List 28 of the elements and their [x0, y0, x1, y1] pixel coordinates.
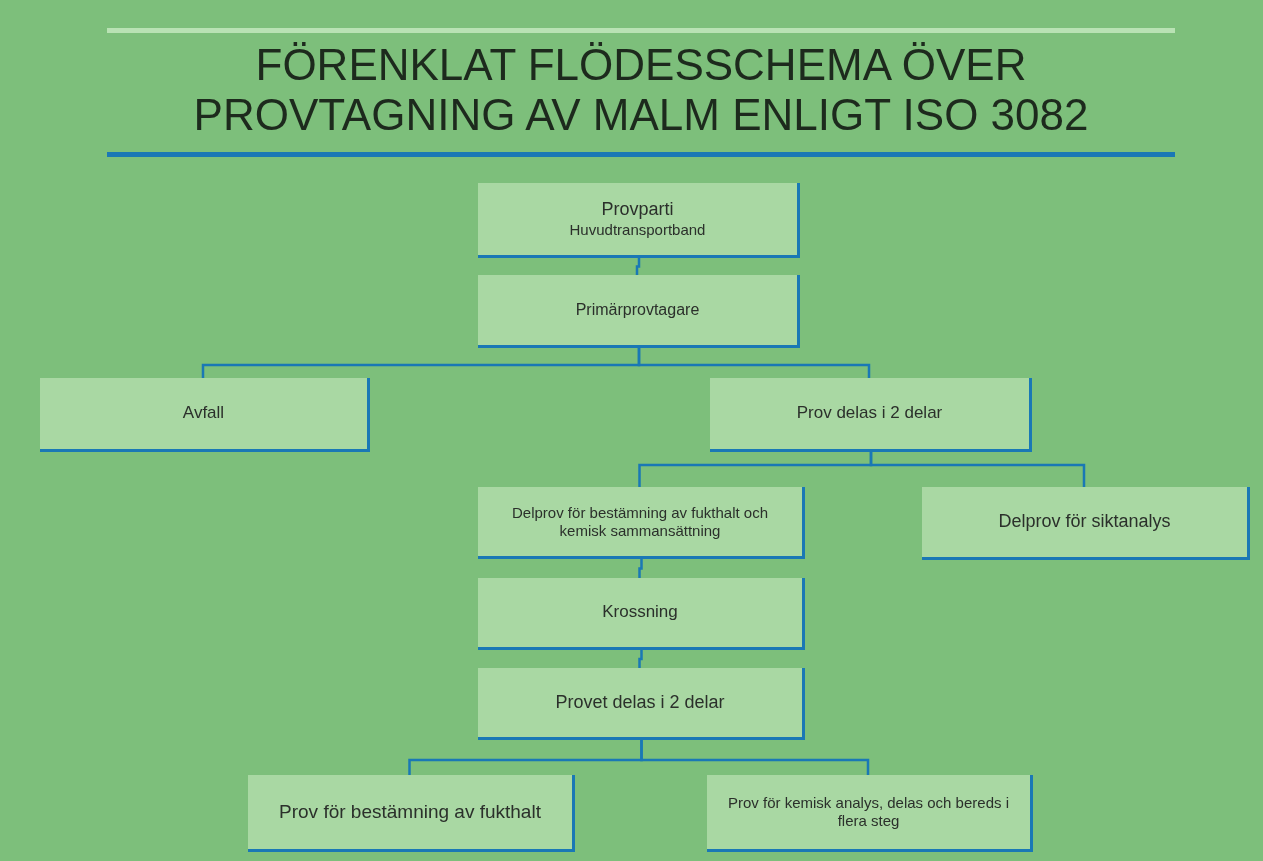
connector-line: [635, 258, 641, 275]
box-label: Delprov för bestämning av fukthalt och kemisk sammansättning: [511, 503, 769, 540]
process-box: [707, 775, 1033, 852]
box-label: Delprov för siktanalys: [998, 511, 1171, 533]
box-label: Avfall: [182, 403, 225, 424]
process-box: [40, 378, 370, 452]
connector-line: [637, 348, 871, 378]
box-label: Huvudtransportband: [569, 220, 706, 239]
process-box: [922, 487, 1250, 560]
box-label: Primärprovtagare: [575, 300, 700, 320]
box-label: Provparti: [601, 199, 674, 221]
connector-line: [640, 740, 870, 775]
box-label: Krossning: [602, 602, 678, 623]
box-label: Prov för kemisk analys, delas och bereds i flera steg: [727, 794, 1010, 830]
process-box: [478, 183, 800, 258]
process-box: [710, 378, 1032, 452]
box-label: Prov delas i 2 delar: [796, 403, 943, 424]
process-box: [478, 578, 805, 650]
connector-line: [638, 559, 643, 578]
connector-line: [638, 650, 643, 668]
process-box: [478, 668, 805, 740]
title: FÖRENKLAT FLÖDESSCHEMA ÖVER PROVTAGNING AV MALM ENLIGT ISO 3082: [192, 40, 1090, 140]
connector-line: [869, 452, 1086, 487]
process-box: [478, 487, 805, 559]
process-box: [248, 775, 575, 852]
process-box: [478, 275, 800, 348]
box-label: Provet delas i 2 delar: [555, 691, 725, 714]
box-label: Prov för bestämning av fukthalt: [279, 800, 541, 824]
